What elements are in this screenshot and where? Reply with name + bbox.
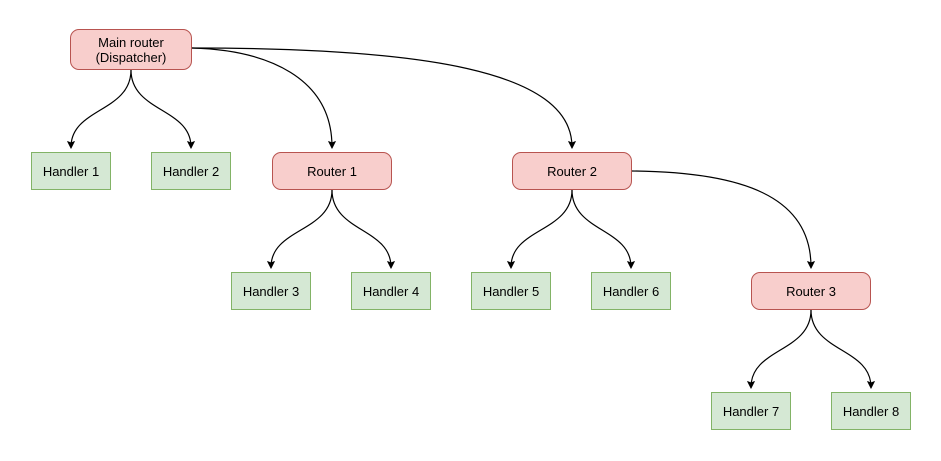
edge-main-to-router-1 [191,47,336,149]
node-handler-5[interactable]: Handler 5 [471,272,551,310]
edge-main-to-handler-1 [67,69,132,149]
node-handler-6[interactable]: Handler 6 [591,272,671,310]
node-main-router[interactable]: Main router (Dispatcher) [70,29,192,70]
node-label-main-router: Main router (Dispatcher) [95,34,167,65]
node-label-handler-8: Handler 8 [842,403,900,419]
node-handler-8[interactable]: Handler 8 [831,392,911,430]
node-router-3[interactable]: Router 3 [751,272,871,310]
node-handler-7[interactable]: Handler 7 [711,392,791,430]
node-label-router-1: Router 1 [307,163,357,179]
edge-router-3-to-handler-8 [810,309,875,389]
node-label-handler-5: Handler 5 [482,283,540,299]
node-label-handler-4: Handler 4 [362,283,420,299]
node-router-2[interactable]: Router 2 [512,152,632,190]
node-label-handler-3: Handler 3 [242,283,300,299]
node-label-handler-1: Handler 1 [42,163,100,179]
node-label-router-3: Router 3 [786,283,836,299]
node-handler-2[interactable]: Handler 2 [151,152,231,190]
node-handler-1[interactable]: Handler 1 [31,152,111,190]
node-label-handler-6: Handler 6 [602,283,660,299]
edge-router-1-to-handler-4 [331,189,395,269]
edge-router-2-to-router-3 [631,170,815,269]
edge-router-2-to-handler-6 [571,189,635,269]
node-router-1[interactable]: Router 1 [272,152,392,190]
node-label-handler-2: Handler 2 [162,163,220,179]
node-label-router-2: Router 2 [547,163,597,179]
edge-router-3-to-handler-7 [747,309,812,389]
edge-router-2-to-handler-5 [507,189,573,269]
edge-router-1-to-handler-3 [267,189,333,269]
edge-main-to-router-2 [191,47,576,149]
node-handler-4[interactable]: Handler 4 [351,272,431,310]
node-label-handler-7: Handler 7 [722,403,780,419]
edge-main-to-handler-2 [130,69,195,149]
node-handler-3[interactable]: Handler 3 [231,272,311,310]
